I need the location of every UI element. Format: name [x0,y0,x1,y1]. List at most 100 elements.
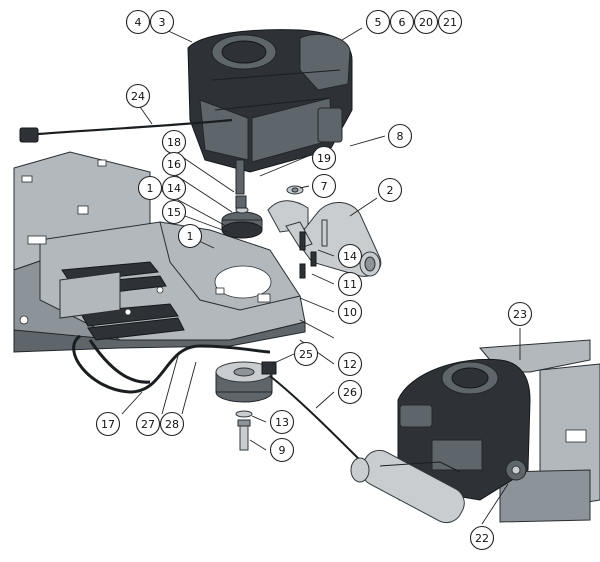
pto-clutch [215,361,401,501]
callout-26: 26 [337,379,363,405]
callout-circle [437,9,463,35]
callout-28: 28 [159,411,185,437]
engine-inset [350,339,600,524]
callout-number: 17 [101,418,115,431]
callout-circle [337,271,363,297]
callout-number: 26 [343,386,357,399]
callout-circle [135,411,161,437]
callout-7: 7 [311,173,337,199]
callout-circle [177,223,203,249]
callout-circle [311,173,337,199]
callout-number: 25 [299,348,313,361]
callout-circle [161,199,187,225]
callout-27: 27 [135,411,161,437]
callout-9: 9 [269,437,295,463]
callout-number: 3 [159,16,166,29]
callout-13: 13 [269,409,295,435]
callout-circle [337,243,363,269]
callout-1: 1 [137,175,163,201]
crank-pulley [221,195,263,239]
callout-circle [293,341,319,367]
callout-8: 8 [387,123,413,149]
callout-15: 15 [161,199,187,225]
callout-number: 4 [135,16,142,29]
callout-circle [149,9,175,35]
callout-circle [125,9,151,35]
callout-number: 1 [187,230,194,243]
callout-circle [377,177,403,203]
callout-circle [269,409,295,435]
callout-circle [161,175,187,201]
callout-20: 20 [413,9,439,35]
callout-14: 14 [161,175,187,201]
callout-2: 2 [377,177,403,203]
callout-number: 9 [279,444,286,457]
callout-number: 12 [343,358,357,371]
callout-number: 8 [397,130,404,143]
callout-3: 3 [149,9,175,35]
callout-10: 10 [337,299,363,325]
muffler-inset [350,449,465,524]
callout-number: 28 [165,418,179,431]
callout-circle [125,83,151,109]
engine-fasteners [286,185,328,279]
callout-circle [159,411,185,437]
callout-number: 24 [131,90,145,103]
callout-number: 20 [419,16,433,29]
callout-23: 23 [507,301,533,327]
engine-main [187,29,353,195]
callout-16: 16 [161,151,187,177]
callout-number: 21 [443,16,457,29]
callout-number: 5 [375,16,382,29]
callout-number: 19 [317,152,331,165]
callout-24: 24 [125,83,151,109]
callout-circle [337,351,363,377]
callout-number: 22 [475,532,489,545]
callout-1: 1 [177,223,203,249]
callout-number: 1 [147,182,154,195]
callout-circle [269,437,295,463]
callout-number: 16 [167,158,181,171]
callout-number: 15 [167,206,181,219]
callout-circle [337,299,363,325]
callout-circle [469,525,495,551]
callout-number: 6 [399,16,406,29]
callout-circle [137,175,163,201]
callout-circle [507,301,533,327]
clutch-bolt [237,419,251,451]
callout-18: 18 [161,129,187,155]
callout-number: 23 [513,308,527,321]
callout-17: 17 [95,411,121,437]
drive-belt [72,334,271,394]
callout-number: 27 [141,418,155,431]
callout-14: 14 [337,243,363,269]
callout-circle [389,9,415,35]
callout-circle [95,411,121,437]
callout-circle [311,145,337,171]
callout-number: 10 [343,306,357,319]
callout-circle [365,9,391,35]
mower-frame [13,151,306,353]
callout-19: 19 [311,145,337,171]
callout-circle [413,9,439,35]
washer [235,410,253,418]
callout-25: 25 [293,341,319,367]
callout-number: 14 [167,182,181,195]
wire-harness [19,118,233,143]
callout-number: 18 [167,136,181,149]
callout-circle [387,123,413,149]
callout-22: 22 [469,525,495,551]
callout-number: 13 [275,416,289,429]
callout-11: 11 [337,271,363,297]
callout-4: 4 [125,9,151,35]
callout-circle [161,151,187,177]
callout-number: 14 [343,250,357,263]
callout-number: 7 [321,180,328,193]
callout-12: 12 [337,351,363,377]
callout-number: 11 [343,278,357,291]
callout-circle [337,379,363,405]
callout-number: 2 [387,184,394,197]
callout-layer: 4 3 5 6 20 21 24 18 8 16 19 1 14 7 2 15 1 14 11 10 23 12 25 26 1… [95,9,533,551]
